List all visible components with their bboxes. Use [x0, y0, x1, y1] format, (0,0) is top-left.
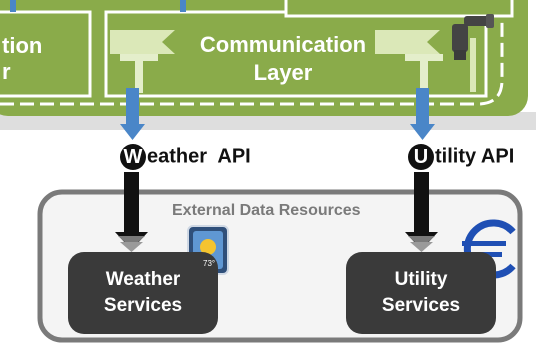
left-layer-label: tion r	[2, 33, 62, 85]
weather-blue-arrow	[120, 88, 145, 140]
left-layer-label-line2: r	[2, 59, 11, 84]
interface-tab-left	[110, 30, 175, 54]
top-connector-mid	[180, 0, 186, 12]
interface-tab-right	[375, 30, 440, 54]
hand-icon	[452, 14, 494, 60]
utility-api-text: tility API	[435, 145, 515, 168]
communication-layer-label: Communication Layer	[178, 31, 388, 87]
external-resources-title: External Data Resources	[172, 202, 361, 219]
utility-api-initial-badge: U	[408, 144, 434, 170]
top-connector-left	[10, 0, 16, 12]
t-connector-right-bar	[405, 54, 443, 61]
utility-services-line1: Utility	[394, 269, 448, 290]
weather-services-line2: Services	[103, 295, 183, 316]
weather-black-arrow	[115, 172, 148, 252]
weather-api-initial-badge: W	[120, 144, 146, 170]
communication-layer-line1: Communication	[199, 32, 367, 57]
utility-services-line2: Services	[381, 295, 461, 316]
left-layer-box	[0, 10, 92, 98]
t-connector-left-bar	[120, 54, 158, 61]
t-connector-right-stem	[420, 61, 428, 93]
weather-services-box: Weather Services	[68, 252, 218, 334]
upper-partial-box	[284, 0, 514, 18]
weather-api-text: eather API	[147, 145, 251, 168]
left-layer-label-line1: tion	[2, 33, 43, 58]
communication-layer-line2: Layer	[253, 60, 313, 85]
utility-services-box: Utility Services	[346, 252, 496, 334]
utility-black-arrow	[405, 172, 438, 252]
weather-widget-temperature: 73°	[203, 259, 216, 268]
weather-services-line1: Weather	[105, 269, 181, 290]
utility-blue-arrow	[410, 88, 435, 140]
right-accent-stripe	[470, 38, 476, 92]
t-connector-left-stem	[135, 61, 143, 93]
